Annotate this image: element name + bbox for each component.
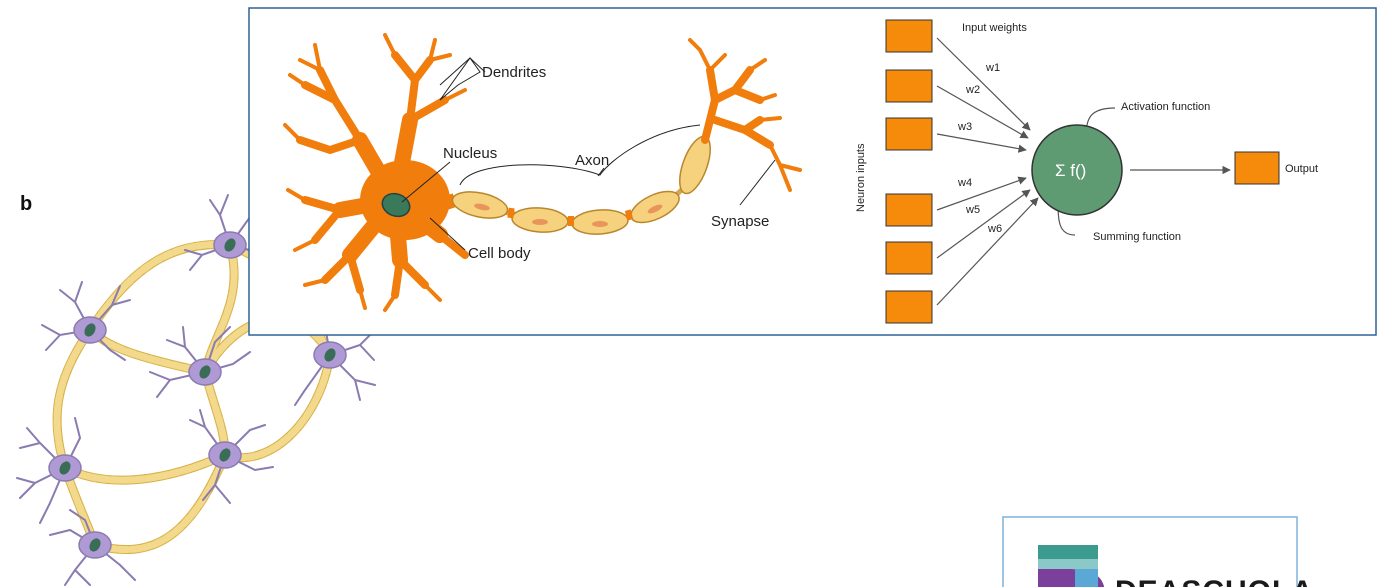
label-synapse: Synapse bbox=[711, 213, 769, 230]
label-w6: w6 bbox=[987, 223, 1002, 235]
logo-text: DEASCUOLA bbox=[1115, 575, 1314, 587]
label-neuron-inputs: Neuron inputs bbox=[855, 143, 867, 212]
label-w1: w1 bbox=[985, 62, 1000, 74]
deascuola-logo: DEASCUOLA bbox=[1003, 517, 1314, 587]
logo-mark bbox=[1038, 545, 1105, 587]
input-box-6 bbox=[886, 291, 932, 323]
label-input-weights: Input weights bbox=[962, 22, 1027, 34]
label-cell-body: Cell body bbox=[468, 245, 531, 262]
panel-marker: b bbox=[20, 193, 32, 215]
label-w5: w5 bbox=[965, 204, 980, 216]
label-summing-function: Summing function bbox=[1093, 231, 1181, 243]
label-w2: w2 bbox=[965, 84, 980, 96]
label-dendrites: Dendrites bbox=[482, 64, 546, 81]
input-box-1 bbox=[886, 20, 932, 52]
label-nucleus: Nucleus bbox=[443, 145, 497, 162]
label-w3: w3 bbox=[957, 121, 972, 133]
label-w4: w4 bbox=[957, 177, 972, 189]
input-box-5 bbox=[886, 242, 932, 274]
input-box-4 bbox=[886, 194, 932, 226]
node-text: Σ f() bbox=[1055, 161, 1086, 180]
output-box bbox=[1235, 152, 1279, 184]
input-box-2 bbox=[886, 70, 932, 102]
label-output: Output bbox=[1285, 163, 1318, 175]
label-axon: Axon bbox=[575, 152, 609, 169]
input-box-3 bbox=[886, 118, 932, 150]
label-activation-function: Activation function bbox=[1121, 101, 1210, 113]
